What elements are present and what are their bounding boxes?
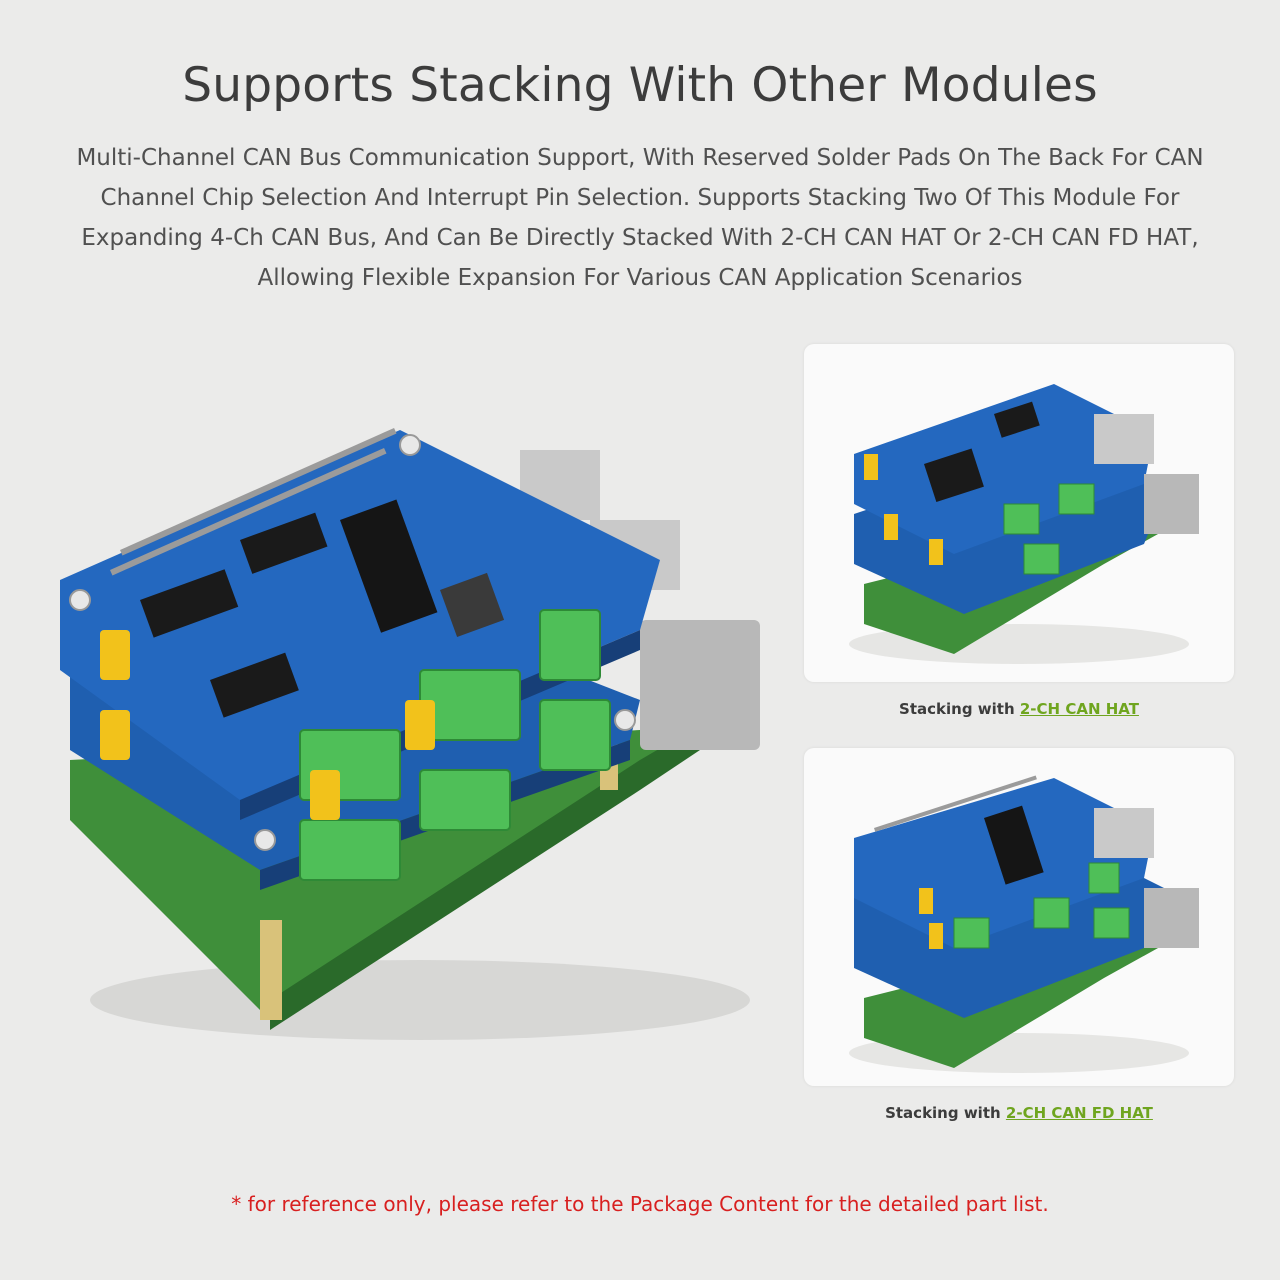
description-text: Multi-Channel CAN Bus Communication Supp…	[76, 145, 1204, 291]
can-fd-hat-stack-image	[849, 775, 1199, 1073]
caption-prefix: Stacking with	[899, 700, 1020, 718]
page-title: Supports Stacking With Other Modules	[182, 58, 1098, 113]
upper-hat-board	[60, 430, 660, 800]
reference-footnote: * for reference only, please refer to th…	[231, 1192, 1049, 1216]
link-2ch-can-fd-hat[interactable]: 2-CH CAN FD HAT	[1005, 1104, 1153, 1122]
link-2ch-can-hat[interactable]: 2-CH CAN HAT	[1019, 700, 1139, 718]
stack-card-can-hat	[804, 344, 1234, 682]
caption-can-hat: Stacking with 2-CH CAN HAT	[804, 700, 1234, 718]
main-stack-image	[60, 427, 760, 1040]
can-hat-stack-image	[849, 384, 1199, 664]
caption-prefix: Stacking with	[885, 1104, 1006, 1122]
stack-card-can-fd-hat	[804, 748, 1234, 1086]
caption-can-fd-hat: Stacking with 2-CH CAN FD HAT	[804, 1104, 1234, 1122]
